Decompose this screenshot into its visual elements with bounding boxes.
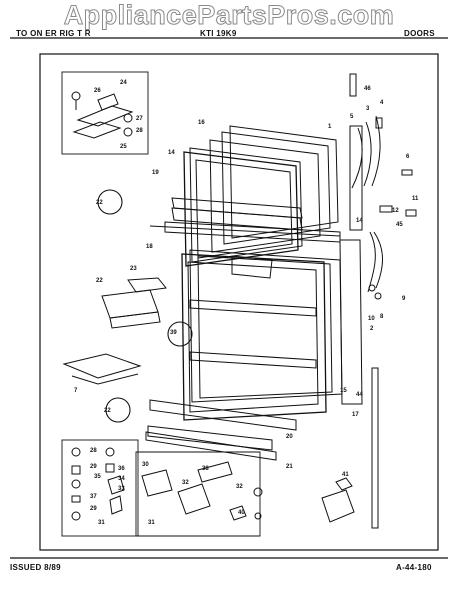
svg-text:29: 29 (90, 464, 97, 470)
svg-text:37: 37 (90, 494, 97, 500)
svg-text:17: 17 (352, 412, 359, 418)
watermark: AppliancePartsPros.com (63, 0, 395, 31)
svg-text:2: 2 (370, 326, 374, 332)
svg-text:33: 33 (118, 486, 125, 492)
svg-text:16: 16 (198, 120, 205, 126)
svg-text:28: 28 (90, 448, 97, 454)
right-side-parts (339, 73, 417, 529)
diagram-frame (39, 53, 439, 551)
svg-text:14: 14 (356, 218, 363, 224)
svg-text:45: 45 (396, 222, 403, 228)
detail-callouts (97, 189, 193, 423)
svg-text:12: 12 (392, 208, 399, 214)
diagram-code: A-44-180 (396, 563, 432, 572)
header-section: DOORS (404, 29, 435, 38)
bottom-hinge-parts (135, 451, 355, 537)
svg-text:18: 18 (146, 244, 153, 250)
svg-text:40: 40 (238, 510, 245, 516)
svg-text:21: 21 (286, 464, 293, 470)
svg-text:31: 31 (98, 520, 105, 526)
bottom-hinge-inset (61, 439, 139, 537)
svg-text:25: 25 (120, 144, 127, 150)
svg-text:46: 46 (364, 86, 371, 92)
svg-text:28: 28 (136, 128, 143, 134)
svg-text:32: 32 (236, 484, 243, 490)
freezer-door (149, 125, 341, 267)
svg-text:20: 20 (286, 434, 293, 440)
svg-text:5: 5 (350, 114, 354, 120)
svg-text:22: 22 (96, 200, 103, 206)
svg-text:27: 27 (136, 116, 143, 122)
svg-text:4: 4 (380, 100, 384, 106)
svg-text:35: 35 (94, 474, 101, 480)
svg-text:26: 26 (94, 88, 101, 94)
svg-text:22: 22 (104, 408, 111, 414)
svg-text:31: 31 (148, 520, 155, 526)
header-model-number: KTI 19K9 (200, 29, 237, 38)
svg-text:3: 3 (366, 106, 370, 112)
svg-text:19: 19 (152, 170, 159, 176)
svg-text:32: 32 (182, 480, 189, 486)
svg-text:14: 14 (168, 150, 175, 156)
svg-text:6: 6 (406, 154, 410, 160)
svg-text:34: 34 (118, 476, 125, 482)
top-hinge-inset (61, 71, 149, 155)
svg-text:7: 7 (74, 388, 78, 394)
svg-text:41: 41 (342, 472, 349, 478)
fresh-food-door (145, 249, 343, 461)
svg-text:30: 30 (142, 462, 149, 468)
svg-text:1: 1 (328, 124, 332, 130)
svg-text:44: 44 (356, 392, 363, 398)
svg-text:36: 36 (118, 466, 125, 472)
callout-label: 24 (120, 80, 127, 86)
svg-text:8: 8 (380, 314, 384, 320)
svg-text:10: 10 (368, 316, 375, 322)
svg-text:23: 23 (130, 266, 137, 272)
svg-text:9: 9 (402, 296, 406, 302)
dairy-bins (62, 277, 167, 385)
svg-text:15: 15 (340, 388, 347, 394)
svg-text:38: 38 (202, 466, 209, 472)
issued-date: ISSUED 8/89 (10, 563, 61, 572)
svg-text:22: 22 (96, 278, 103, 284)
svg-text:29: 29 (90, 506, 97, 512)
svg-text:11: 11 (412, 196, 419, 202)
svg-text:39: 39 (170, 330, 177, 336)
header-model-title: TO ON ER RIG T R (16, 29, 91, 38)
